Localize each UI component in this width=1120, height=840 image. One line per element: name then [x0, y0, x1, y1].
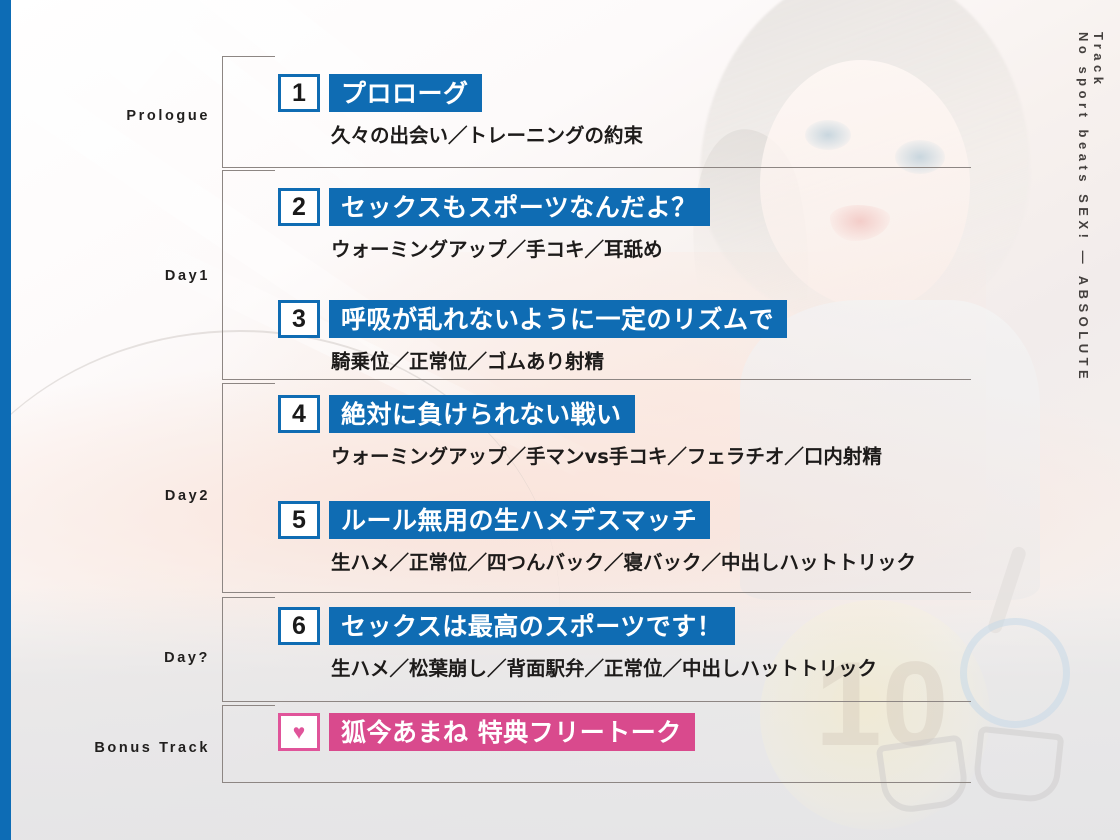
side-caption-line-2: No sport beats SEX! — ABSOLUTE: [1076, 32, 1091, 384]
track-number-badge: 4: [278, 395, 320, 433]
track-title: セックスは最高のスポーツです！: [329, 607, 736, 645]
bracket-baseline: [223, 701, 971, 702]
track-title: ルール無用の生ハメデスマッチ: [329, 501, 711, 539]
track-title: セックスもスポーツなんだよ？: [329, 188, 710, 226]
track-subtitle: 久々の出会い／トレーニングの約束: [331, 124, 644, 147]
bracket-baseline: [223, 782, 971, 783]
group-bracket: [222, 383, 971, 593]
bracket-stub: [223, 383, 275, 384]
bracket-baseline: [223, 167, 971, 168]
track-number-badge: 3: [278, 300, 320, 338]
track-subtitle: ウォーミングアップ／手コキ／耳舐め: [331, 238, 663, 261]
track-row[interactable]: ♥狐今あまね 特典フリートーク: [278, 713, 695, 751]
bracket-stub: [223, 170, 275, 171]
track-title: 呼吸が乱れないように一定のリズムで: [329, 300, 788, 338]
track-subtitle: ウォーミングアップ／手マンvs手コキ／フェラチオ／口内射精: [331, 445, 882, 468]
group-bracket: [222, 170, 971, 380]
group-label-day2: Day2: [164, 488, 210, 504]
track-title: 絶対に負けられない戦い: [329, 395, 635, 433]
group-label-bonus-track: Bonus Track: [94, 740, 210, 756]
stopwatch-digit: 10: [815, 637, 949, 771]
track-number-badge: 6: [278, 607, 320, 645]
group-bracket: [222, 56, 971, 168]
track-number-badge: 5: [278, 501, 320, 539]
side-caption: Track No sport beats SEX! — ABSOLUTE: [1076, 32, 1106, 532]
bracket-baseline: [223, 592, 971, 593]
group-label-prologue: Prologue: [126, 108, 210, 124]
heart-icon: ♥: [278, 713, 320, 751]
left-accent-bar: [0, 0, 11, 840]
track-subtitle: 生ハメ／松葉崩し／背面駅弁／正常位／中出しハットトリック: [331, 657, 878, 680]
track-title: プロローグ: [329, 74, 482, 112]
group-bracket: [222, 597, 971, 702]
bracket-baseline: [223, 379, 971, 380]
track-subtitle: 騎乗位／正常位／ゴムあり射精: [331, 350, 605, 373]
stopwatch-prop-icon: [760, 600, 990, 830]
bracket-stub: [223, 597, 275, 598]
track-number-badge: 1: [278, 74, 320, 112]
character-eye-right: [895, 140, 945, 174]
character-eye-left: [805, 120, 851, 150]
group-bracket: [222, 705, 971, 783]
jump-rope-loop-prop: [960, 618, 1070, 728]
track-header: ♥狐今あまね 特典フリートーク: [278, 713, 695, 751]
side-caption-line-1: Track: [1091, 32, 1106, 89]
group-label-day1: Day1: [164, 268, 210, 284]
character-shirt: [740, 300, 1040, 600]
bracket-stub: [223, 56, 275, 57]
track-title: 狐今あまね 特典フリートーク: [329, 713, 695, 751]
group-label-day-: Day?: [164, 650, 210, 666]
track-number-badge: 2: [278, 188, 320, 226]
track-subtitle: 生ハメ／正常位／四つんバック／寝バック／中出しハットトリック: [331, 551, 917, 574]
bracket-stub: [223, 705, 275, 706]
character-face: [760, 60, 970, 310]
